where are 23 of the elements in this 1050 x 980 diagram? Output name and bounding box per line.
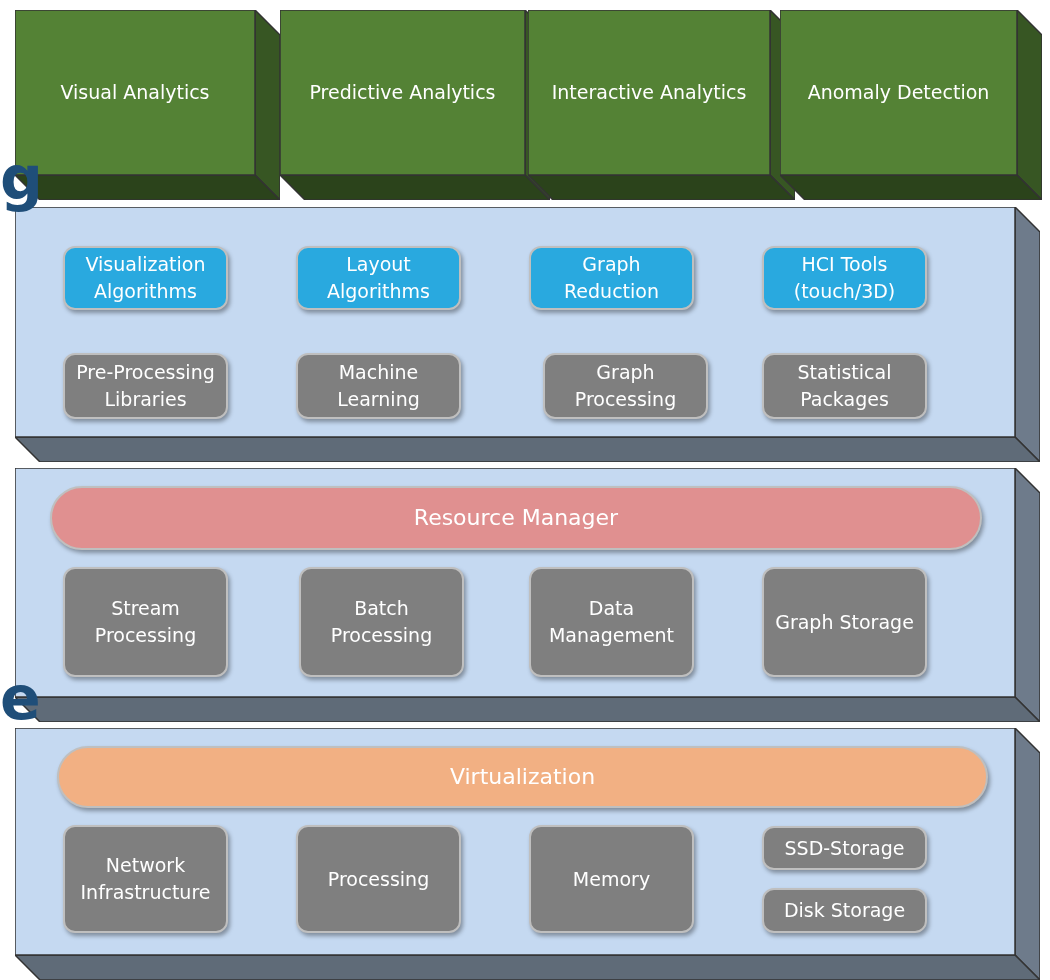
component-box: Machine Learning (296, 353, 461, 419)
component-box: Graph Reduction (529, 246, 694, 310)
cube-label: Visual Analytics (60, 80, 210, 106)
cube-label: Interactive Analytics (551, 80, 747, 106)
component-box: Disk Storage (762, 888, 927, 933)
component-box: Stream Processing (63, 567, 228, 677)
component-box: Memory (529, 825, 694, 933)
component-box: HCI Tools (touch/3D) (762, 246, 927, 310)
cube-label: Anomaly Detection (807, 80, 990, 106)
layer-bar: Virtualization (57, 746, 988, 808)
component-box: Data Management (529, 567, 694, 677)
layer-bar: Resource Manager (50, 486, 982, 550)
component-box: Graph Processing (543, 353, 708, 419)
component-box: Graph Storage (762, 567, 927, 677)
cube-label: Predictive Analytics (309, 80, 496, 106)
component-box: SSD-Storage (762, 826, 927, 870)
component-box: Visualization Algorithms (63, 246, 228, 310)
component-box: Network Infrastructure (63, 825, 228, 933)
component-box: Batch Processing (299, 567, 464, 677)
component-box: Statistical Packages (762, 353, 927, 419)
component-box: Pre-Processing Libraries (63, 353, 228, 419)
component-box: Processing (296, 825, 461, 933)
component-box: Layout Algorithms (296, 246, 461, 310)
